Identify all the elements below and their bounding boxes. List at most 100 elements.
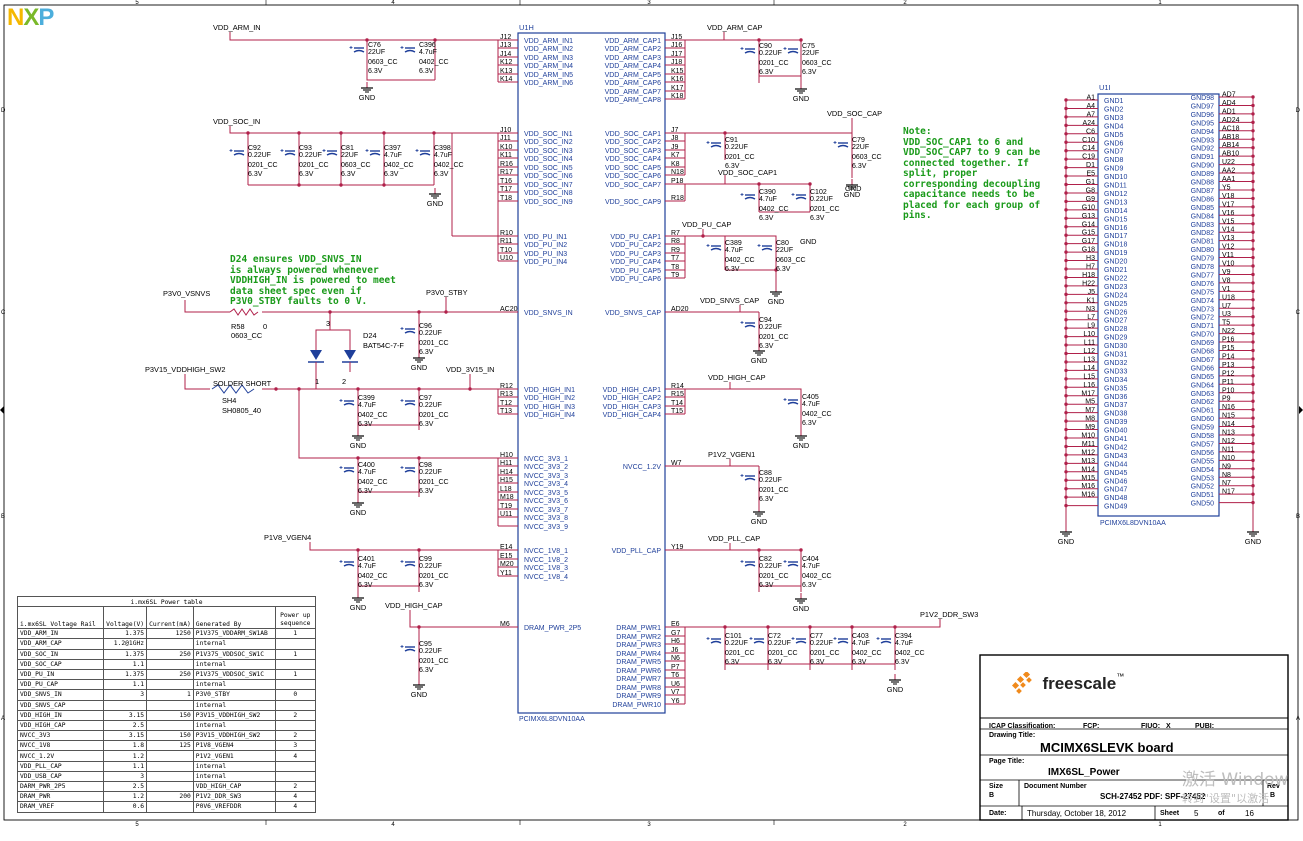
u1i-pin-name: GND65 [1191, 374, 1214, 381]
net-label: VDD_HIGH_CAP [385, 601, 443, 610]
junction-dot [1064, 208, 1068, 212]
junction-dot [1064, 216, 1068, 220]
u1h-pin-number: Y19 [671, 544, 684, 551]
u1h-pin-name: VDD_HIGH_CAP3 [603, 404, 661, 411]
u1i-pin-name: GND49 [1104, 504, 1127, 511]
u1h-pin-name: DRAM_PWR3 [616, 642, 661, 649]
power-table-cell [274, 719, 317, 732]
power-table-cell: 1 [274, 628, 317, 640]
tb-date-label: Date: [989, 810, 1007, 817]
junction-dot [1251, 281, 1255, 285]
power-table-cell: internal [192, 770, 276, 783]
u1h-pin-number: Y11 [500, 570, 512, 577]
u1i-pin-name: GND67 [1191, 357, 1214, 364]
u1i-body [1097, 93, 1220, 517]
capacitor-ref: C400 [358, 462, 375, 469]
tb-pubi-label: PUBI: [1195, 723, 1215, 730]
capacitor-ref: C394 [895, 633, 912, 640]
u1i-pin-number: AA2 [1222, 168, 1235, 175]
capacitor-value: 0.22UF [759, 477, 782, 484]
power-table-title: i.mx6SL Power table [17, 595, 316, 608]
ground-label: GND [793, 441, 809, 450]
u1i-pin-number: Y5 [1222, 184, 1231, 191]
junction-dot [444, 310, 448, 314]
u1h-pin-number: J7 [671, 127, 679, 134]
capacitor-voltage: 6.3V [419, 667, 434, 674]
junction-dot [701, 234, 705, 238]
u1i-pin-name: GND75 [1191, 289, 1214, 296]
power-table-cell: VDD_ARM_CAP [16, 638, 105, 650]
u1h-pin-number: J9 [671, 144, 679, 151]
ground-symbol: GND [350, 592, 366, 612]
capacitor-plate [343, 402, 355, 406]
ground-symbol: GND [350, 497, 366, 517]
capacitor-ref: C398 [434, 145, 451, 152]
diode-wire [315, 329, 351, 340]
u1h-pin-number: Y6 [671, 698, 680, 705]
ground-symbol: GND [751, 345, 767, 365]
ground-label: GND [800, 237, 816, 246]
junction-dot [1251, 331, 1255, 336]
u1h-pin-number: K11 [500, 152, 512, 159]
u1i-pin-name: GND60 [1191, 416, 1214, 423]
u1h-pin-name: NVCC_1.2V [623, 464, 661, 471]
u1i-pin-number: AD7 [1222, 92, 1236, 99]
net-label: VDD_SOC_CAP1 [718, 168, 777, 177]
u1i-pin-name: GND77 [1191, 272, 1214, 279]
u1i-pin-name: GND24 [1104, 292, 1127, 299]
u1h-pin-name: VDD_PU_IN4 [524, 259, 567, 266]
u1i-pin-name: GND13 [1104, 199, 1127, 206]
u1i-pin-number: P12 [1222, 370, 1235, 377]
u1i-pin-name: GND86 [1191, 196, 1214, 203]
capacitor-ref: C95 [419, 641, 432, 648]
capacitor-voltage: 6.3V [810, 215, 825, 222]
u1i-pin-number: A1 [1086, 95, 1095, 102]
net-label: VDD_ARM_CAP [707, 23, 763, 32]
u1i-pin-name: GND23 [1104, 284, 1127, 291]
capacitor-value: 0.22UF [419, 648, 442, 655]
u1i-pin-name: GND22 [1104, 275, 1127, 282]
junction-dot [1251, 382, 1255, 386]
net-label: P1V2_VGEN1 [708, 450, 755, 459]
capacitor-voltage: 6.3V [810, 659, 825, 666]
u1i-pin-number: P13 [1222, 362, 1235, 369]
tb-of-label: of [1218, 810, 1225, 817]
tb-fcp-label: FCP: [1083, 723, 1100, 730]
diode-d24-a-icon [310, 350, 322, 360]
capacitor-package: 0201_CC [419, 573, 449, 580]
junction-dot [1064, 199, 1068, 204]
u1h-pin-name: VDD_PU_CAP4 [610, 259, 661, 266]
tb-size-label: Size [989, 783, 1004, 790]
capacitor-ref: C88 [759, 470, 772, 477]
u1h-pin-name: VDD_ARM_IN5 [524, 72, 573, 79]
power-table-cell [274, 638, 317, 650]
power-table-cell: P1V375_VDDSOC_SW1C [192, 648, 276, 660]
u1i-pin-number: M11 [1082, 441, 1095, 448]
u1h-pin-number: R15 [671, 391, 684, 398]
u1h-pin-name: VDD_SOC_IN1 [524, 131, 573, 138]
u1i-pin-number: L9 [1087, 323, 1095, 330]
junction-dot [1251, 416, 1255, 420]
junction-dot [1251, 340, 1255, 344]
capacitor-value: 4.7uF [802, 401, 820, 408]
u1i-pin-number: L13 [1083, 356, 1095, 363]
u1i-pin-number: A7 [1086, 111, 1095, 118]
junction-dot [1251, 407, 1255, 412]
capacitor-plate [880, 640, 892, 644]
capacitor-package: 0402_CC [358, 479, 388, 486]
u1h-pin-number: J11 [500, 135, 511, 142]
power-table-cell: VDD_USB_CAP [16, 770, 105, 783]
capacitor-package: 0603_CC [802, 60, 832, 67]
capacitor-plate [753, 640, 765, 644]
capacitor-ref: C75 [802, 43, 815, 50]
power-table-cell [274, 679, 317, 691]
capacitor-plate [343, 563, 355, 567]
u1i-pin-number: N10 [1222, 455, 1235, 462]
u1h-pin-name: DRAM_PWR_2P5 [524, 625, 581, 632]
u1h-pin-number: K10 [500, 144, 513, 151]
u1i-pin-number: C6 [1086, 128, 1095, 135]
